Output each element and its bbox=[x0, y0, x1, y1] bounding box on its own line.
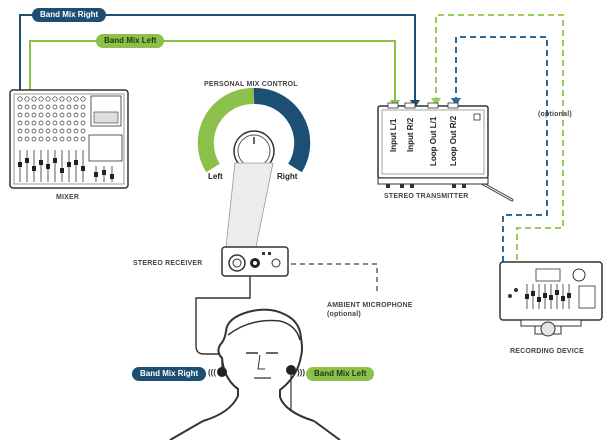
input-l1-label: Input L/1 bbox=[389, 118, 398, 152]
loop-out-l-dashed-line bbox=[435, 14, 564, 262]
loop-out-r-dashed-line bbox=[455, 36, 548, 262]
ambient-mic-dashed-line bbox=[291, 263, 378, 293]
loop-out-r-arrow bbox=[451, 98, 461, 106]
ambient-optional-label: (optional) bbox=[327, 311, 361, 318]
ambient-microphone-label: AMBIENT MICROPHONE bbox=[327, 302, 413, 309]
band-mix-right-line bbox=[19, 14, 416, 103]
recording-device bbox=[499, 261, 603, 337]
knob-right-label: Right bbox=[277, 172, 298, 181]
knob-left-label: Left bbox=[208, 172, 223, 181]
band-mix-left-line bbox=[29, 40, 396, 103]
personal-mix-control-label: PERSONAL MIX CONTROL bbox=[204, 81, 298, 88]
personal-mix-knob bbox=[197, 87, 311, 173]
band-mix-right-bottom-label: Band Mix Right bbox=[132, 367, 207, 381]
stereo-transmitter-device bbox=[377, 102, 489, 188]
band-mix-left-bottom-label: Band Mix Left bbox=[306, 367, 375, 381]
sound-waves-left: ((( bbox=[208, 368, 216, 377]
mixer-label: MIXER bbox=[56, 194, 80, 201]
band-mix-right-top-label: Band Mix Right bbox=[32, 8, 107, 22]
loop-out-r2-label: Loop Out R/2 bbox=[449, 115, 458, 166]
listener-head bbox=[169, 308, 341, 440]
sound-waves-right: ))) bbox=[297, 368, 305, 377]
recording-device-label: RECORDING DEVICE bbox=[510, 348, 584, 355]
stereo-receiver-device bbox=[221, 246, 289, 277]
receiver-cable bbox=[195, 276, 251, 370]
stereo-transmitter-label: STEREO TRANSMITTER bbox=[384, 193, 469, 200]
mixer-device bbox=[9, 89, 129, 189]
loop-out-l1-label: Loop Out L/1 bbox=[429, 116, 438, 166]
input-r2-label: Input R/2 bbox=[406, 117, 415, 152]
band-mix-left-top-label: Band Mix Left bbox=[96, 34, 165, 48]
optional-label: (optional) bbox=[538, 111, 572, 118]
zoom-cone bbox=[225, 162, 274, 248]
loop-out-l-arrow bbox=[431, 98, 441, 106]
stereo-receiver-label: STEREO RECEIVER bbox=[133, 260, 203, 267]
